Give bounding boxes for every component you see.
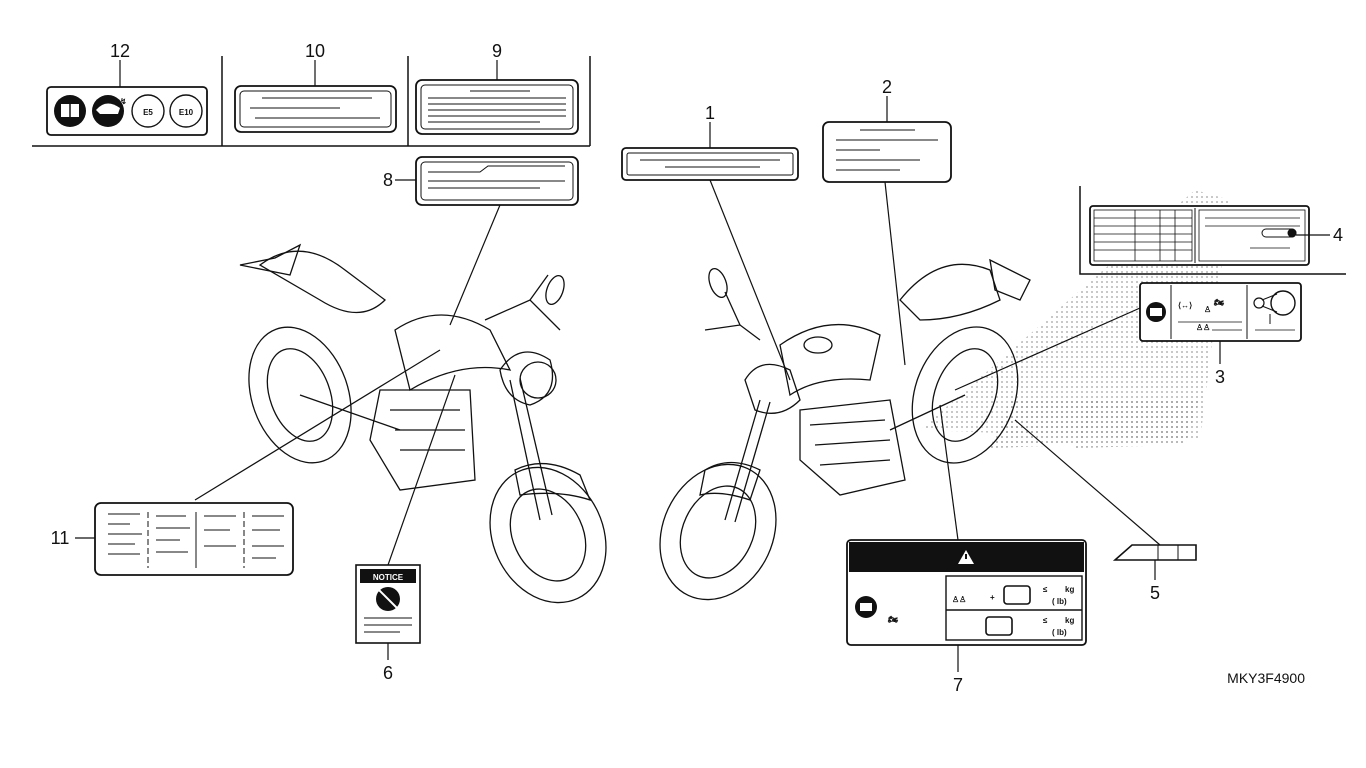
label-6-notice: NOTICE (355, 564, 421, 644)
callout-3: 3 (1215, 367, 1225, 387)
engine-right (799, 399, 906, 496)
motorcycle-left-view (239, 243, 607, 604)
label-5 (1112, 544, 1197, 561)
callout-6: 6 (383, 663, 393, 683)
label-8 (395, 156, 579, 206)
seat-right (899, 263, 1001, 321)
mirror-left (529, 274, 549, 301)
callout-8: 8 (383, 170, 393, 190)
headlight (499, 351, 554, 406)
e10-badge-icon (169, 94, 203, 128)
label-1 (621, 147, 799, 181)
load-kg-1: kg (1065, 585, 1074, 594)
label-9 (415, 79, 579, 135)
e5-badge: E5 (143, 108, 153, 117)
rear-wheel (248, 326, 352, 464)
fork-right (724, 399, 771, 523)
callout-9: 9 (492, 41, 502, 61)
label-10 (234, 85, 397, 133)
luggage-icon-2 (985, 616, 1013, 636)
part-code: MKY3F4900 (1227, 670, 1305, 686)
callout-12: 12 (110, 41, 130, 61)
headlight-right (744, 363, 801, 414)
section-dividers (32, 56, 1346, 275)
notice-text: NOTICE (373, 573, 404, 582)
passengers-icon: ♙♙ (1196, 323, 1210, 332)
front-wheel (489, 466, 607, 604)
front-wheel-right (659, 463, 777, 601)
swingarm (299, 394, 401, 431)
callout-numbers: 1 2 3 4 5 6 7 8 9 10 11 12 (51, 41, 1343, 695)
luggage-icon (1003, 585, 1031, 605)
label-7-load-warning: 🏍 ♙♙ + ≤ kg ( lb) ≤ kg ( lb) (846, 539, 1087, 646)
two-riders-icon: ♙♙ (952, 595, 966, 604)
e5-badge-icon (131, 94, 165, 128)
handlebar-right (704, 324, 761, 341)
tank (394, 314, 512, 392)
tail-right (989, 258, 1031, 301)
callout-10: 10 (305, 41, 325, 61)
e10-badge: E10 (179, 108, 194, 117)
label-2 (822, 121, 952, 183)
handlebar (484, 299, 561, 331)
load-le-2: ≤ (1043, 616, 1048, 625)
chain-slack-icon (1270, 290, 1296, 316)
engine (369, 389, 476, 491)
callout-2: 2 (882, 77, 892, 97)
tank-right (779, 324, 881, 397)
motorcycle-right-view (659, 258, 1031, 601)
fork (509, 377, 553, 521)
label-11 (75, 502, 294, 576)
tail (239, 243, 302, 276)
label-4 (1089, 205, 1330, 266)
load-kg-2: kg (1065, 616, 1074, 625)
callout-7: 7 (953, 675, 963, 695)
loaded-motorcycle-icon: 🏍 (887, 615, 899, 624)
swingarm-right (889, 394, 966, 431)
label-3: ⟨↔⟩ ♙ 🏍 ♙♙ (1139, 282, 1302, 342)
callout-4: 4 (1333, 225, 1343, 245)
load-lb-2: ( lb) (1052, 628, 1067, 637)
rider-icon: ♙ (1204, 305, 1211, 314)
callout-11: 11 (51, 528, 70, 548)
seat (258, 250, 386, 313)
helmet-mark: ↯ (120, 97, 127, 106)
load-le-1: ≤ (1043, 585, 1048, 594)
callout-1: 1 (705, 103, 715, 123)
rear-wheel-right (911, 326, 1019, 464)
label-12-icon-strip: ↯ E5 E10 (46, 86, 208, 136)
svg-text:+: + (990, 593, 995, 602)
tire-pressure-icon: ⟨↔⟩ (1178, 301, 1192, 310)
motorcycle-icon: 🏍 (1213, 298, 1225, 307)
leader-lines (119, 60, 1221, 672)
callout-5: 5 (1150, 583, 1160, 603)
load-lb-1: ( lb) (1052, 597, 1067, 606)
mirror-right (724, 291, 741, 326)
